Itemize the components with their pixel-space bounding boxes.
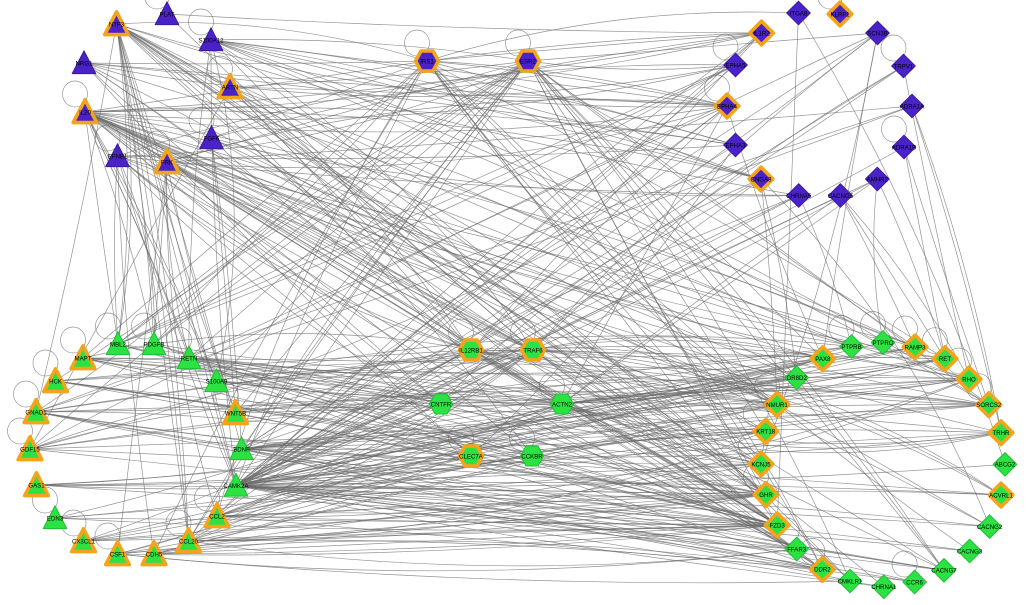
svg-text:RHO: RHO: [962, 376, 976, 383]
svg-text:PDGFB: PDGFB: [144, 341, 165, 348]
svg-text:NMUR1: NMUR1: [766, 402, 788, 409]
svg-text:CLEC7A: CLEC7A: [459, 453, 484, 460]
svg-text:KCNJ5: KCNJ5: [751, 461, 771, 468]
svg-text:IL12RB1: IL12RB1: [459, 347, 483, 354]
svg-text:TRPV1: TRPV1: [894, 63, 914, 70]
svg-text:KRT18: KRT18: [756, 429, 775, 436]
svg-text:PLAT: PLAT: [160, 11, 175, 18]
svg-text:TRAF6: TRAF6: [523, 347, 543, 354]
svg-text:NRG1: NRG1: [76, 60, 94, 67]
svg-text:CACNG2: CACNG2: [977, 524, 1003, 531]
svg-text:IL1R2: IL1R2: [753, 30, 770, 37]
svg-text:CHRNA5: CHRNA5: [786, 193, 812, 200]
svg-text:EFNB1: EFNB1: [108, 153, 128, 160]
svg-text:CACNG3: CACNG3: [957, 548, 983, 555]
svg-text:CMKLR1: CMKLR1: [838, 578, 863, 585]
svg-text:TRHR: TRHR: [993, 430, 1011, 437]
svg-text:MBL2: MBL2: [110, 341, 127, 348]
svg-text:CX3CL1: CX3CL1: [72, 538, 96, 545]
svg-text:CACNG5: CACNG5: [828, 193, 854, 200]
svg-text:ITGA8: ITGA8: [790, 10, 808, 17]
svg-text:ADRA1B: ADRA1B: [892, 144, 916, 151]
svg-text:EPHA5: EPHA5: [726, 62, 747, 69]
svg-text:BDNF: BDNF: [233, 446, 250, 453]
svg-text:FGF6: FGF6: [204, 135, 220, 142]
svg-text:ACTN2: ACTN2: [552, 401, 573, 408]
svg-text:GAS1: GAS1: [28, 482, 45, 489]
svg-text:ACVRL1: ACVRL1: [989, 492, 1013, 499]
svg-text:CCL2: CCL2: [209, 513, 225, 520]
svg-text:GNAO1: GNAO1: [25, 409, 47, 416]
svg-text:CACNG7: CACNG7: [931, 568, 957, 575]
svg-text:IRS1: IRS1: [420, 58, 434, 65]
svg-text:CHRNA1: CHRNA1: [871, 584, 897, 591]
svg-text:SCN3B: SCN3B: [867, 30, 887, 37]
svg-text:ADRA1A: ADRA1A: [900, 103, 925, 110]
svg-text:AMHR2: AMHR2: [867, 176, 889, 183]
svg-text:S100A9: S100A9: [206, 378, 228, 385]
svg-text:FZD3: FZD3: [770, 522, 786, 529]
svg-text:SORCS2: SORCS2: [976, 402, 1002, 409]
svg-text:ESR2: ESR2: [520, 58, 537, 65]
svg-text:FFAR3: FFAR3: [787, 546, 807, 553]
svg-text:RAMP3: RAMP3: [905, 344, 927, 351]
svg-text:RET: RET: [939, 356, 951, 363]
svg-text:CCKBR: CCKBR: [521, 453, 543, 460]
svg-text:PTPRB: PTPRB: [841, 344, 861, 351]
svg-text:KLRF1: KLRF1: [831, 11, 851, 18]
svg-text:WNT5B: WNT5B: [225, 410, 246, 417]
svg-text:EPHA4: EPHA4: [717, 103, 738, 110]
svg-text:NTF3: NTF3: [109, 21, 125, 28]
svg-text:ABCG2: ABCG2: [995, 462, 1016, 469]
svg-text:CCR6: CCR6: [906, 579, 923, 586]
svg-text:HCK: HCK: [49, 378, 62, 385]
svg-text:CSF1: CSF1: [110, 551, 126, 558]
svg-text:FRK: FRK: [161, 159, 173, 166]
svg-text:GDF15: GDF15: [20, 446, 40, 453]
svg-text:GHR: GHR: [759, 492, 773, 499]
svg-text:RETN: RETN: [181, 355, 198, 362]
svg-text:S100A12: S100A12: [198, 37, 224, 44]
svg-text:IL20: IL20: [79, 109, 91, 116]
svg-text:EDN3: EDN3: [47, 515, 64, 522]
svg-text:CAMK2A: CAMK2A: [223, 483, 249, 490]
svg-text:MAPT: MAPT: [75, 355, 92, 362]
svg-text:PTPRO: PTPRO: [873, 340, 894, 347]
svg-text:EPHA3: EPHA3: [726, 142, 747, 149]
svg-text:CCL20: CCL20: [179, 538, 199, 545]
svg-text:DDR2: DDR2: [814, 567, 831, 574]
svg-text:OR8D2: OR8D2: [787, 375, 808, 382]
svg-text:CNTFR: CNTFR: [431, 401, 452, 408]
svg-text:ARTN: ARTN: [222, 84, 238, 91]
svg-text:CNGA3: CNGA3: [751, 176, 773, 183]
svg-text:CDH5: CDH5: [146, 551, 163, 558]
svg-text:PAX8: PAX8: [815, 356, 831, 363]
